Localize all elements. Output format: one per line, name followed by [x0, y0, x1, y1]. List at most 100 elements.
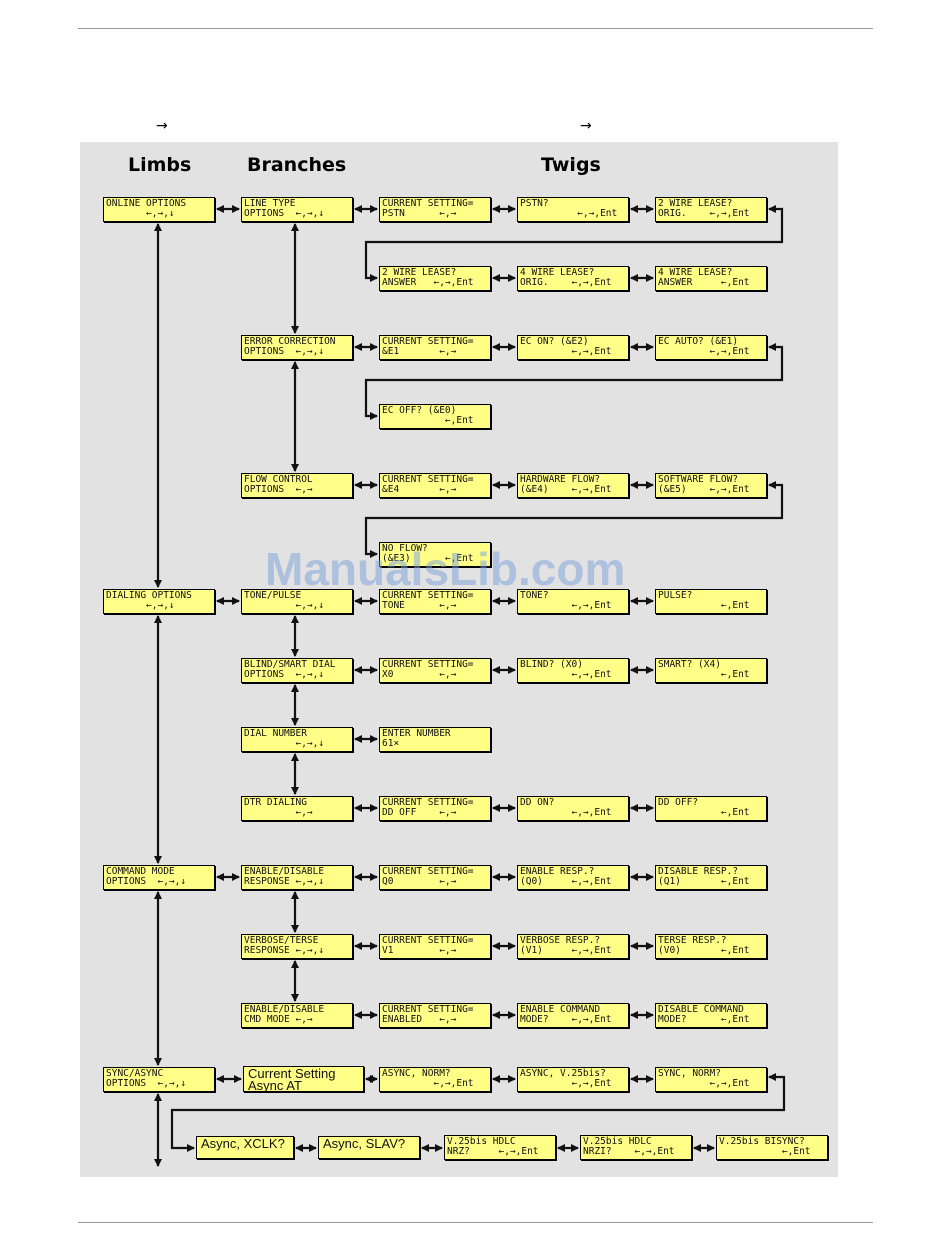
box-line-2: ORIG. ←,→,Ent	[658, 208, 750, 219]
box-line-1: ENABLE/DISABLE	[244, 1004, 325, 1015]
box-line-1: 4 WIRE LEASE?	[520, 267, 595, 278]
box-line-1: CURRENT SETTING=	[382, 935, 474, 946]
box-line-1: DD OFF?	[658, 797, 699, 808]
twig-async-v25bis: ASYNC, V.25bis? ←,→,Ent	[517, 1067, 629, 1092]
limb-dialing-options: DIALING OPTIONS ←,→,↓	[103, 589, 215, 614]
box-line-1: ASYNC, V.25bis?	[520, 1068, 606, 1079]
box-line-2: ←,→,↓	[106, 600, 175, 611]
header-arrow-right: →	[580, 118, 592, 134]
box-line-1: EC ON? (&E2)	[520, 336, 589, 347]
twig-4-wire-lease-orig: 4 WIRE LEASE?ORIG. ←,→,Ent	[517, 266, 629, 291]
box-line-1: TERSE RESP.?	[658, 935, 727, 946]
box-line-2: MODE? ←,Ent	[658, 1014, 750, 1025]
twig-sync-norm: SYNC, NORM? ←,→,Ent	[655, 1067, 767, 1092]
twig-ec-auto: EC AUTO? (&E1) ←,→,Ent	[655, 335, 767, 360]
box-line-1: NO FLOW?	[382, 543, 428, 554]
box-line-2: ←,Ent	[382, 415, 474, 426]
box-line-2: Async AT	[248, 1078, 302, 1092]
box-line-1: BLIND? (X0)	[520, 659, 583, 670]
box-line-2: TONE ←,→	[382, 600, 457, 611]
box-line-2: ←,Ent	[658, 807, 750, 818]
box-line-2: ←,→,Ent	[658, 1078, 750, 1089]
box-line-2: (&E3) ←,Ent	[382, 553, 474, 564]
box-line-1: ENTER NUMBER	[382, 728, 451, 739]
column-heading-branches: Branches	[247, 154, 347, 176]
twig-current-setting-e4: CURRENT SETTING=&E4 ←,→	[379, 473, 491, 498]
twig-pulse: PULSE? ←,Ent	[655, 589, 767, 614]
box-line-2: ANSWER ←,Ent	[658, 277, 750, 288]
box-line-1: V.25bis BISYNC?	[719, 1136, 805, 1147]
box-line-1: CURRENT SETTING=	[382, 866, 474, 877]
box-line-2: (Q1) ←,Ent	[658, 876, 750, 887]
box-line-2: CMD MODE ←,→	[244, 1014, 313, 1025]
box-line-1: ENABLE RESP.?	[520, 866, 595, 877]
box-line-2: DD OFF ←,→	[382, 807, 457, 818]
limb-online-options: ONLINE OPTIONS ←,→,↓	[103, 197, 215, 222]
box-line-2: OPTIONS ←,→,↓	[244, 669, 325, 680]
box-line-2: ←,Ent	[658, 600, 750, 611]
box-line-2: (Q0) ←,→,Ent	[520, 876, 612, 887]
box-line-2: ←,→,Ent	[520, 1078, 612, 1089]
box-line-2: OPTIONS ←,→,↓	[106, 876, 187, 887]
box-line-2: ←,Ent	[719, 1146, 811, 1157]
box-line-2: ←,→,Ent	[382, 1078, 474, 1089]
twig-v25bis-bisync: V.25bis BISYNC? ←,Ent	[716, 1135, 828, 1160]
box-line-1: EC OFF? (&E0)	[382, 405, 457, 416]
box-line-2: X0 ←,→	[382, 669, 457, 680]
twig-async-norm: ASYNC, NORM? ←,→,Ent	[379, 1067, 491, 1092]
box-line-1: 4 WIRE LEASE?	[658, 267, 733, 278]
twig-current-setting-pstn: CURRENT SETTING=PSTN ←,→	[379, 197, 491, 222]
twig-dd-on: DD ON? ←,→,Ent	[517, 796, 629, 821]
box-line-2: (&E5) ←,→,Ent	[658, 484, 750, 495]
box-line-2: OPTIONS ←,→,↓	[244, 208, 325, 219]
box-line-2: &E1 ←,→	[382, 346, 457, 357]
box-line-1: BLIND/SMART DIAL	[244, 659, 336, 670]
box-line-2: ←,→,Ent	[520, 807, 612, 818]
box-line-1: PULSE?	[658, 590, 693, 601]
twig-4-wire-lease-answer: 4 WIRE LEASE?ANSWER ←,Ent	[655, 266, 767, 291]
twig-current-setting-e1: CURRENT SETTING=&E1 ←,→	[379, 335, 491, 360]
box-line-2: ←,Ent	[658, 669, 750, 680]
twig-disable-resp: DISABLE RESP.?(Q1) ←,Ent	[655, 865, 767, 890]
box-line-2: NRZ? ←,→,Ent	[447, 1146, 539, 1157]
box-line-1: ENABLE/DISABLE	[244, 866, 325, 877]
box-line-1: VERBOSE RESP.?	[520, 935, 601, 946]
box-line-1: Async, XCLK?	[201, 1136, 285, 1151]
wrap-connector	[170, 1073, 786, 1152]
box-line-1: SYNC/ASYNC	[106, 1068, 164, 1079]
column-heading-twigs: Twigs	[541, 154, 601, 176]
box-line-1: DISABLE RESP.?	[658, 866, 739, 877]
column-heading-limbs: Limbs	[128, 154, 192, 176]
twig-software-flow: SOFTWARE FLOW?(&E5) ←,→,Ent	[655, 473, 767, 498]
box-line-2: MODE? ←,→,Ent	[520, 1014, 612, 1025]
box-line-2: ←,→,Ent	[520, 600, 612, 611]
twig-ec-off: EC OFF? (&E0) ←,Ent	[379, 404, 491, 429]
wrap-connector	[364, 205, 784, 282]
twig-current-setting-v1: CURRENT SETTING=V1 ←,→	[379, 934, 491, 959]
box-line-2: 61×	[382, 738, 400, 749]
box-line-2: ANSWER ←,→,Ent	[382, 277, 474, 288]
watermark: ManualsLib.com	[265, 543, 626, 595]
box-line-2: NRZI? ←,→,Ent	[583, 1146, 675, 1157]
twig-terse-resp: TERSE RESP.?(V0) ←,Ent	[655, 934, 767, 959]
box-line-2: ←,→	[244, 807, 313, 818]
box-line-2: ←,→,Ent	[658, 346, 750, 357]
twig-enable-resp: ENABLE RESP.?(Q0) ←,→,Ent	[517, 865, 629, 890]
box-line-2: (V1) ←,→,Ent	[520, 945, 612, 956]
box-line-2: (&E4) ←,→,Ent	[520, 484, 612, 495]
box-line-1: Async, SLAV?	[323, 1136, 406, 1151]
box-line-2: ←,→,↓	[244, 600, 325, 611]
box-line-1: COMMAND MODE	[106, 866, 175, 877]
twig-current-setting-x0: CURRENT SETTING=X0 ←,→	[379, 658, 491, 683]
box-line-1: CURRENT SETTING=	[382, 1004, 474, 1015]
twig-2-wire-lease-orig: 2 WIRE LEASE?ORIG. ←,→,Ent	[655, 197, 767, 222]
twig-current-setting-enabled: CURRENT SETTING=ENABLED ←,→	[379, 1003, 491, 1028]
box-line-2: &E4 ←,→	[382, 484, 457, 495]
